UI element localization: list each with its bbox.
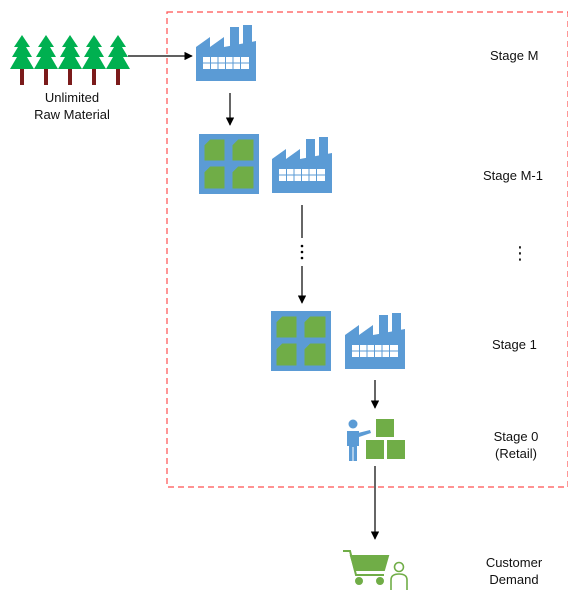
raw-material-line2: Raw Material	[34, 107, 110, 122]
stage-0-label: Stage 0 (Retail)	[478, 428, 554, 462]
warehouse-icon	[199, 134, 259, 194]
stage-m-label: Stage M	[490, 48, 539, 63]
customer-demand-label: Customer Demand	[472, 554, 556, 588]
stage-0-sublabel: (Retail)	[495, 446, 537, 461]
raw-material-label: Unlimited Raw Material	[22, 89, 122, 123]
factory-icon	[196, 25, 256, 81]
raw-material-line1: Unlimited	[44, 90, 100, 105]
stage-0-title: Stage 0	[493, 429, 539, 444]
stage-1-label: Stage 1	[492, 337, 537, 352]
customer-line2: Demand	[489, 572, 539, 587]
shopping-cart-person-icon	[343, 550, 408, 590]
stage-ellipsis-label: ⋮	[511, 243, 529, 263]
stage-boundary	[166, 11, 568, 488]
continuation-dot	[300, 256, 304, 260]
worker-with-boxes-icon	[347, 419, 405, 461]
customer-line1: Customer	[485, 555, 543, 570]
stage-m1-label: Stage M-1	[483, 168, 543, 183]
factory-icon	[345, 313, 405, 369]
warehouse-icon	[271, 311, 331, 371]
factory-icon	[272, 137, 332, 193]
continuation-dot	[300, 250, 304, 254]
continuation-dot	[300, 244, 304, 248]
pine-trees-icon	[10, 35, 130, 85]
